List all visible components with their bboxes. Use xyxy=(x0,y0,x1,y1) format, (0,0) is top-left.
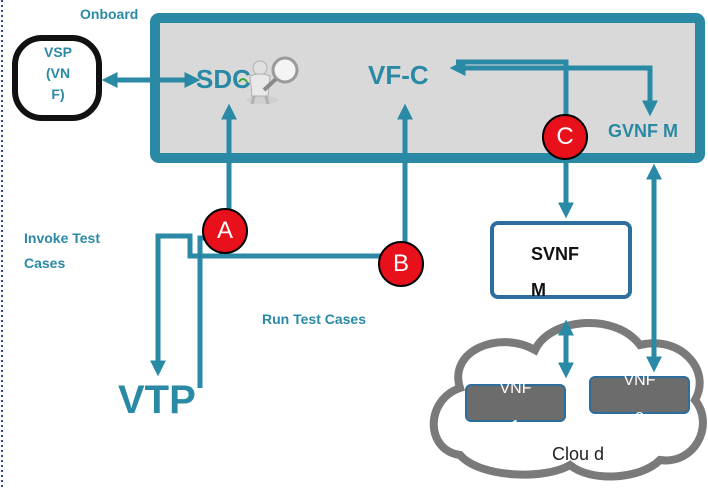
magnifier-person-icon xyxy=(238,56,299,105)
arrow-vfc-gvnfm xyxy=(449,59,659,117)
onboard-label: Onboard xyxy=(80,6,139,22)
vfc-label[interactable]: VF-C xyxy=(368,60,429,90)
cloud-label: Clou d xyxy=(552,444,605,464)
svnfm-node[interactable] xyxy=(490,221,632,299)
sdc-label[interactable]: SDC xyxy=(196,64,251,94)
vnf2-node[interactable] xyxy=(589,376,690,414)
cloud-shape xyxy=(429,319,707,481)
vsp-node[interactable] xyxy=(12,35,102,121)
invoke-test-cases-label: Invoke Test Cases xyxy=(24,230,100,271)
vsp-label: VSP (VN F) xyxy=(43,44,72,102)
arrow-run xyxy=(149,103,414,377)
vnf1-node[interactable] xyxy=(465,384,566,422)
gvnfm-label[interactable]: GVNF M xyxy=(608,121,678,141)
arrow-vfc-svnfm xyxy=(456,59,575,219)
vnf1-label: VNF 1 xyxy=(499,380,532,435)
run-test-cases-label: Run Test Cases xyxy=(262,311,366,327)
marker-b: B xyxy=(378,241,424,287)
svnfm-label: SVNF M xyxy=(531,244,580,300)
vtp-label[interactable]: VTP xyxy=(118,378,196,422)
vnf2-label: VNF 2 xyxy=(623,372,656,427)
marker-a: A xyxy=(202,208,248,254)
marker-c: C xyxy=(542,114,588,160)
